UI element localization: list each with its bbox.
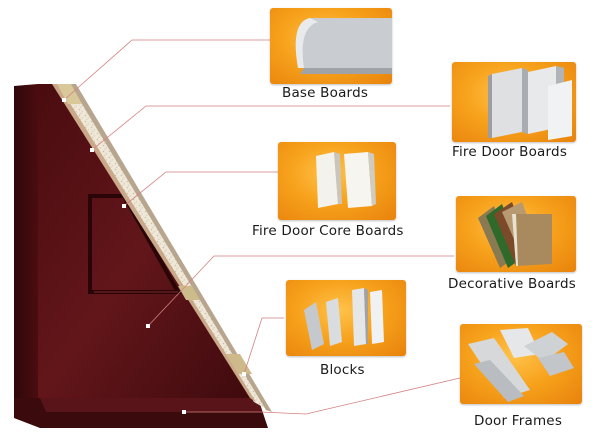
dot-decorative-boards bbox=[146, 324, 150, 328]
door-frames-image bbox=[460, 324, 582, 404]
leader-door-frames bbox=[184, 377, 461, 415]
dot-fire-door-core-boards bbox=[122, 204, 126, 208]
fire-door-core-boards-image bbox=[278, 142, 396, 220]
dot-blocks bbox=[242, 372, 246, 376]
door-cut-edge-core bbox=[56, 84, 268, 410]
base-boards-image bbox=[270, 8, 392, 84]
block-bars-icon bbox=[304, 288, 384, 350]
door-cut-edge-outer bbox=[70, 84, 272, 412]
dot-fire-door-boards bbox=[90, 148, 94, 152]
door-frame-profiles-icon bbox=[468, 328, 574, 402]
fire-door-boards-label: Fire Door Boards bbox=[452, 144, 568, 160]
decorative-boards-label: Decorative Boards bbox=[448, 276, 576, 292]
leader-fire-door-core-boards bbox=[123, 171, 278, 207]
leader-blocks bbox=[243, 317, 284, 375]
decorative-boards-image bbox=[456, 196, 576, 272]
base-boards-label: Base Boards bbox=[282, 85, 369, 101]
edge-block-mid bbox=[178, 286, 200, 300]
core-board-blocks-icon bbox=[316, 152, 376, 208]
edge-block-top bbox=[57, 84, 82, 104]
fire-door-boards-image bbox=[452, 62, 576, 142]
door-cut-edge-skin bbox=[52, 84, 256, 402]
door-bottom-rail-top bbox=[40, 398, 262, 412]
dot-base-boards bbox=[62, 98, 66, 102]
fire-door-board-stack-icon bbox=[488, 66, 572, 140]
door-left-stile bbox=[14, 84, 38, 398]
door-frames-label: Door Frames bbox=[474, 413, 563, 429]
leader-fire-door-boards bbox=[91, 105, 450, 151]
leader-base-boards bbox=[63, 39, 270, 101]
fire-door-core-boards-label: Fire Door Core Boards bbox=[252, 223, 404, 239]
dot-door-frames bbox=[182, 410, 186, 414]
blocks-label: Blocks bbox=[320, 362, 365, 378]
decorative-board-samples-icon bbox=[478, 202, 552, 268]
blocks-image bbox=[286, 280, 406, 356]
leader-decorative-boards bbox=[147, 255, 454, 327]
base-board-sheet-icon bbox=[295, 18, 392, 74]
